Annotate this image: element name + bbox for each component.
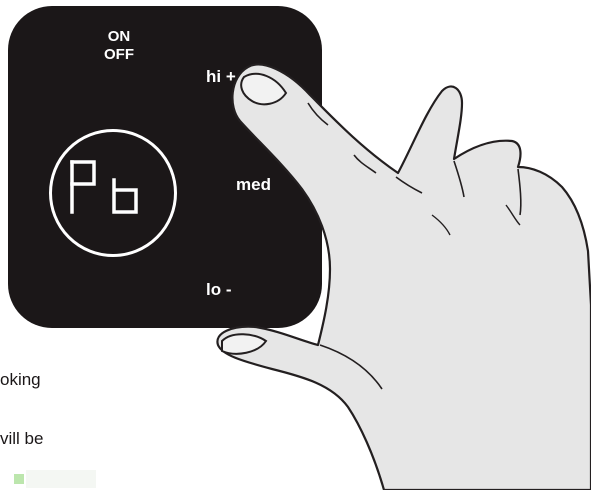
digit-b	[114, 180, 136, 212]
hand-shape	[217, 65, 591, 490]
digit-p	[72, 162, 94, 212]
power-on-label: ON	[95, 28, 143, 46]
faint-block	[26, 470, 96, 488]
segment-display	[66, 154, 166, 224]
body-text-line-1: oking	[0, 370, 41, 390]
pointing-hand-illustration	[200, 55, 591, 490]
power-off-label: OFF	[95, 46, 143, 64]
body-text-line-2: vill be	[0, 429, 43, 449]
green-marker	[14, 474, 24, 484]
power-button[interactable]: ON OFF	[95, 28, 143, 64]
